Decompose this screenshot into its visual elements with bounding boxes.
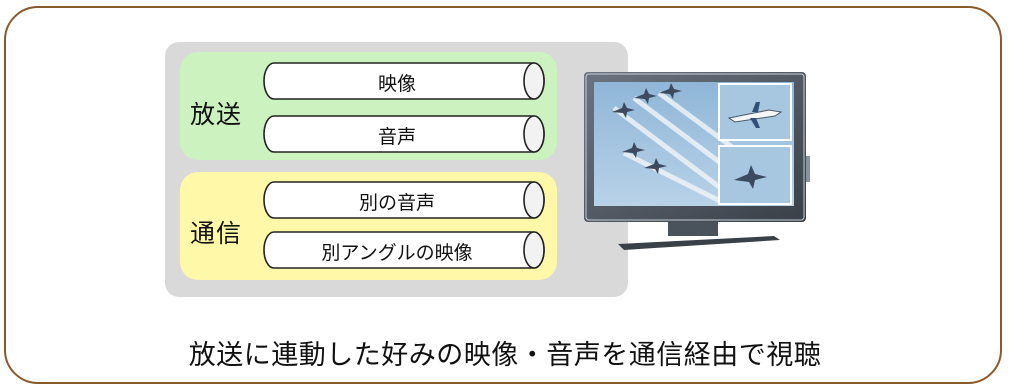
comm-label: 通信 xyxy=(190,219,243,248)
pipe-audio-label: 音声 xyxy=(377,126,416,148)
pipe-audio: 音声 xyxy=(262,115,546,153)
pipe-alt-video-label: 別アングルの映像 xyxy=(321,242,473,264)
caption: 放送に連動した好みの映像・音声を通信経由で視聴 xyxy=(188,340,822,371)
pipe-video-label: 映像 xyxy=(377,73,416,95)
pipe-alt-video: 別アングルの映像 xyxy=(262,231,546,269)
broadcast-label: 放送 xyxy=(190,100,243,129)
pipe-alt-audio: 別の音声 xyxy=(262,181,546,219)
television-icon xyxy=(584,68,820,254)
pipe-alt-audio-label: 別の音声 xyxy=(358,192,435,214)
pipe-video: 映像 xyxy=(262,62,546,100)
